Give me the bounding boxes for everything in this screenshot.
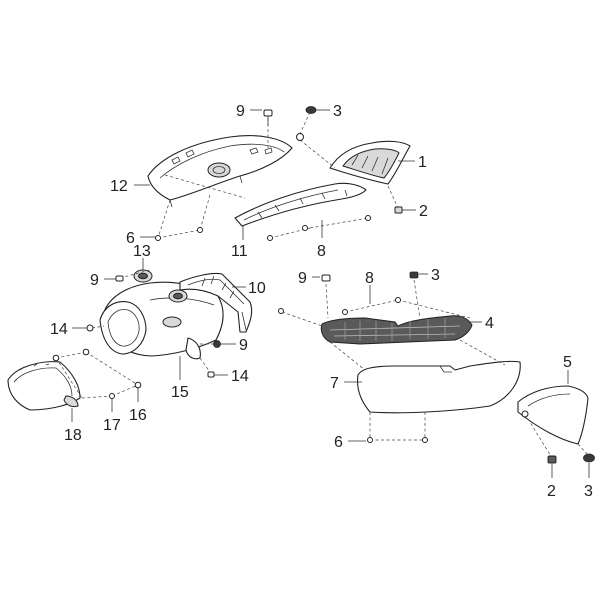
callout-10: 10 bbox=[248, 280, 266, 297]
assembly-line bbox=[55, 357, 83, 399]
part-18-instrument-display bbox=[7, 361, 81, 411]
assembly-line bbox=[397, 299, 471, 319]
clip-right bbox=[521, 410, 529, 418]
callout-6: 6 bbox=[334, 434, 343, 451]
assembly-line bbox=[281, 311, 323, 327]
callout-7: 7 bbox=[330, 375, 339, 392]
part-11-trim-rail bbox=[234, 182, 367, 227]
screw-left-14b bbox=[207, 371, 215, 378]
part-12-upper-cover bbox=[147, 135, 293, 208]
callout-16: 16 bbox=[129, 407, 147, 424]
screw-right-left bbox=[278, 308, 284, 314]
screw-left-17 bbox=[109, 393, 115, 399]
assembly-line bbox=[157, 229, 201, 239]
screw-upper-8b bbox=[302, 225, 308, 231]
callout-5: 5 bbox=[563, 354, 572, 371]
part-7-side-panel bbox=[356, 360, 521, 414]
assembly-line bbox=[85, 351, 139, 386]
assembly-line bbox=[325, 283, 329, 319]
washer-left-2 bbox=[82, 348, 90, 356]
assembly-line bbox=[299, 139, 336, 169]
part-15-instrument-housing bbox=[99, 281, 224, 360]
clip-upper-2 bbox=[394, 206, 403, 214]
callout-15: 15 bbox=[171, 384, 189, 401]
screw-left-9 bbox=[115, 275, 124, 282]
screw-right-8b bbox=[395, 297, 401, 303]
callout-11: 11 bbox=[231, 243, 248, 260]
nut-upper-3 bbox=[305, 106, 317, 114]
callout-9: 9 bbox=[298, 270, 307, 287]
screw-right-6a bbox=[367, 437, 373, 443]
assembly-line bbox=[81, 395, 113, 399]
callout-3: 3 bbox=[584, 483, 593, 500]
assembly-line bbox=[309, 217, 369, 229]
assembly-line bbox=[199, 357, 211, 373]
part-1-side-cover bbox=[329, 140, 411, 185]
screw-upper-8a bbox=[267, 235, 273, 241]
screw-upper-9 bbox=[263, 109, 273, 126]
screw-upper-8c bbox=[365, 215, 371, 221]
assembly-line bbox=[387, 185, 399, 209]
callout-12: 12 bbox=[110, 178, 128, 195]
callout-2: 2 bbox=[547, 483, 556, 500]
part-4-grille-bracket bbox=[320, 315, 473, 345]
screw-right-6b bbox=[422, 437, 428, 443]
clip-right-2 bbox=[547, 455, 557, 464]
callout-3: 3 bbox=[431, 267, 440, 284]
callout-18: 18 bbox=[64, 427, 82, 444]
assembly-line bbox=[577, 443, 589, 456]
callout-13: 13 bbox=[133, 243, 151, 260]
assembly-line bbox=[55, 351, 87, 359]
assembly-line bbox=[157, 199, 171, 239]
assembly-line bbox=[111, 384, 139, 397]
callout-6: 6 bbox=[126, 230, 135, 247]
screw-left-16 bbox=[134, 381, 142, 389]
callout-9: 9 bbox=[90, 272, 99, 289]
callout-9: 9 bbox=[236, 103, 245, 120]
assembly-line bbox=[413, 279, 421, 319]
washer-left bbox=[52, 354, 60, 362]
screw-upper-6a bbox=[155, 235, 161, 241]
callout-9: 9 bbox=[239, 337, 248, 354]
assembly-line bbox=[164, 174, 246, 199]
callout-8: 8 bbox=[317, 243, 326, 260]
assembly-line bbox=[299, 111, 311, 135]
callout-2: 2 bbox=[419, 203, 428, 220]
assembly-line bbox=[344, 299, 399, 313]
nut-right-3 bbox=[409, 271, 419, 279]
assembly-line bbox=[199, 194, 211, 231]
assembly-line bbox=[329, 341, 366, 371]
nut-left-9 bbox=[213, 340, 221, 348]
clip-upper bbox=[296, 133, 304, 141]
callout-3: 3 bbox=[333, 103, 342, 120]
callout-4: 4 bbox=[485, 315, 494, 332]
callout-1: 1 bbox=[418, 154, 427, 171]
screw-upper-6b bbox=[197, 227, 203, 233]
part-13-grommet-2 bbox=[168, 289, 188, 303]
callout-14: 14 bbox=[50, 321, 68, 338]
callout-8: 8 bbox=[365, 270, 374, 287]
part-10-bracket bbox=[179, 272, 253, 333]
callout-14: 14 bbox=[231, 368, 249, 385]
callout-17: 17 bbox=[103, 417, 121, 434]
assembly-line bbox=[459, 339, 506, 366]
screw-right-8a bbox=[342, 309, 348, 315]
screw-right-9 bbox=[321, 274, 331, 282]
assembly-line bbox=[91, 325, 105, 329]
part-5-rear-cover bbox=[517, 385, 589, 445]
nut-right-3b bbox=[583, 453, 595, 463]
screw-left-14 bbox=[86, 324, 94, 332]
